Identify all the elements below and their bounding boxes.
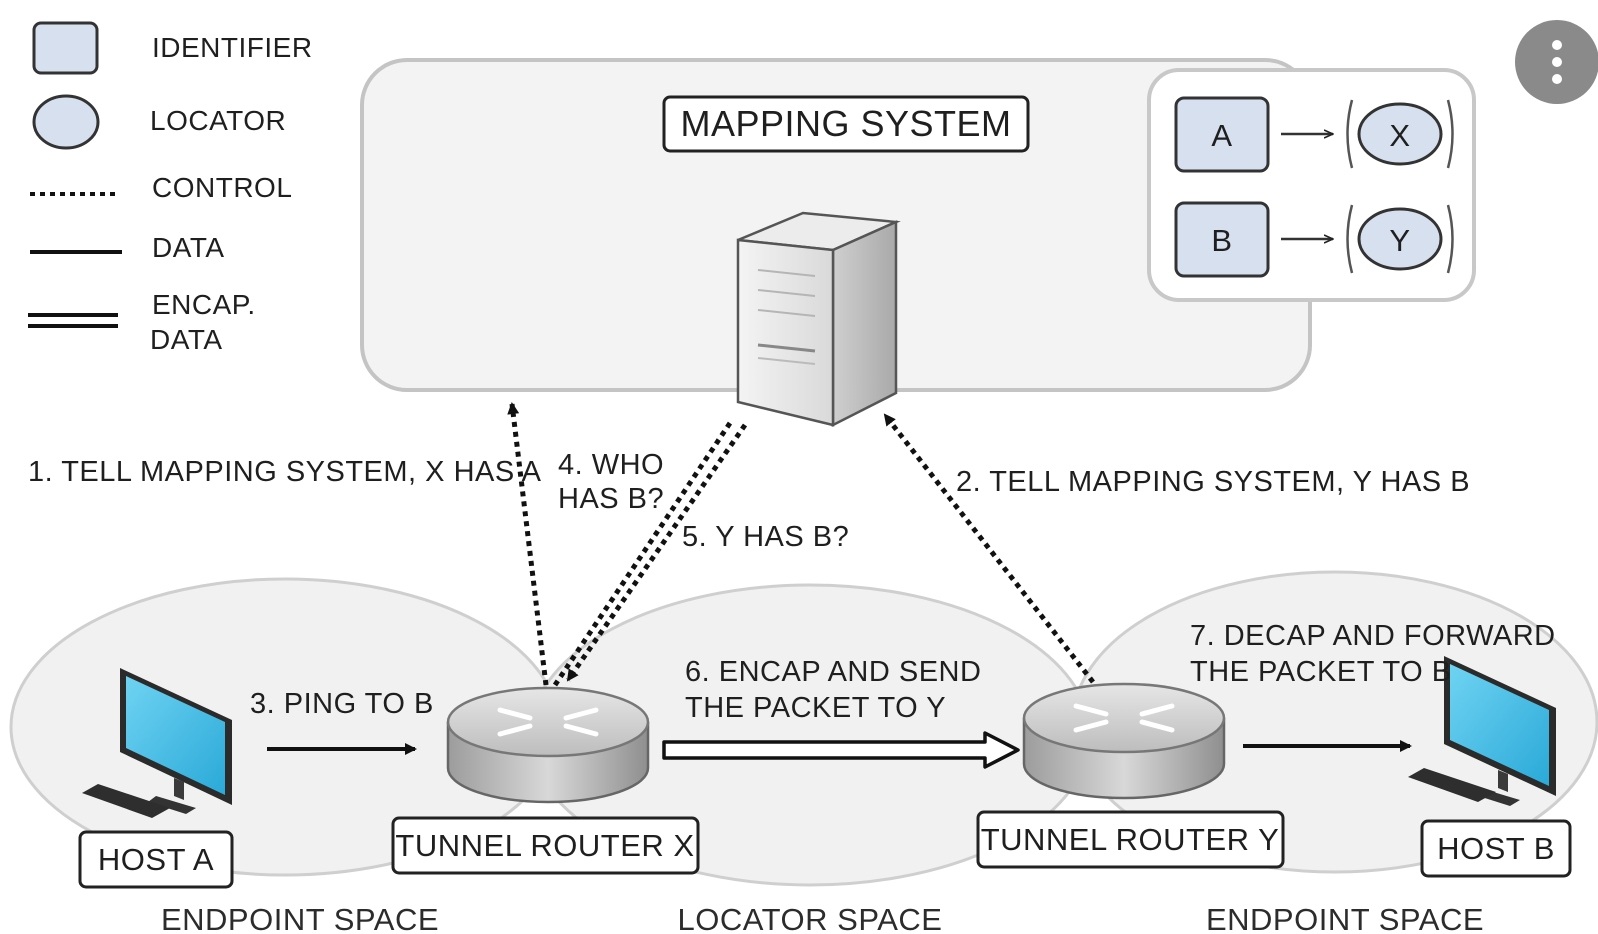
router-x-label-box: TUNNEL ROUTER X: [391, 816, 700, 875]
encap-arrow-step6: [662, 731, 1020, 769]
control-legend-label: CONTROL: [152, 172, 292, 203]
router-y-label: TUNNEL ROUTER Y: [981, 822, 1280, 857]
host-b-computer-icon: [1408, 656, 1556, 806]
step3-label: 3. PING TO B: [250, 688, 434, 720]
step2-label: 2. TELL MAPPING SYSTEM, Y HAS B: [956, 466, 1470, 498]
bracket-right: [1446, 99, 1454, 169]
control-arrows: [507, 402, 1095, 687]
locator-legend-label: LOCATOR: [150, 105, 286, 136]
endpoint-space-left-label: ENDPOINT SPACE: [161, 902, 439, 934]
identifier-legend-label: IDENTIFIER: [152, 32, 313, 63]
vertical-ellipsis-icon: [1552, 40, 1562, 84]
host-a-label-box: HOST A: [78, 830, 234, 889]
locator-legend-swatch: [32, 94, 100, 150]
control-arrow-step4: [552, 418, 735, 687]
control-arrow-step2: [883, 413, 1095, 684]
step4-label-line2: HAS B?: [558, 483, 664, 515]
host-b-label-box: HOST B: [1420, 819, 1572, 878]
identifier-legend-swatch: [32, 21, 99, 75]
locator-x-label: X: [1389, 118, 1410, 153]
locator-x-circle: [1357, 102, 1443, 166]
bracket-right: [1446, 204, 1454, 274]
mapping-row-a: A X: [1174, 96, 1454, 173]
mapping-table: A X B Y: [1147, 68, 1476, 302]
locator-y-label: Y: [1389, 223, 1410, 258]
control-arrow-step5: [565, 423, 748, 682]
data-legend-label: DATA: [152, 232, 225, 263]
mapping-row-b: B Y: [1174, 201, 1454, 278]
mapping-system-title-box: MAPPING SYSTEM: [662, 95, 1030, 153]
locator-space-label: LOCATOR SPACE: [678, 902, 943, 934]
bracket-left: [1346, 204, 1354, 274]
identifier-a-label: A: [1211, 118, 1232, 153]
encap-legend-label-2: DATA: [150, 324, 223, 355]
host-a-computer-icon: [82, 668, 232, 818]
server-icon: [736, 211, 901, 428]
router-x-icon: [446, 686, 650, 804]
step1-label: 1. TELL MAPPING SYSTEM, X HAS A: [28, 456, 542, 488]
step6-label-line1: 6. ENCAP AND SEND: [685, 656, 981, 688]
step7-label-line2: THE PACKET TO B: [1190, 656, 1452, 688]
step6-label-line2: THE PACKET TO Y: [685, 692, 946, 724]
router-x-label: TUNNEL ROUTER X: [395, 828, 694, 863]
router-y-icon: [1022, 682, 1226, 800]
overflow-menu-button[interactable]: [1515, 20, 1598, 104]
locator-y-circle: [1357, 207, 1443, 271]
step4-label-line1: 4. WHO: [558, 449, 664, 481]
host-a-label: HOST A: [98, 842, 214, 877]
step5-label: 5. Y HAS B?: [682, 521, 849, 553]
legend: IDENTIFIER LOCATOR CONTROL DATA ENCAP. D…: [28, 21, 313, 355]
identifier-a-box: [1174, 96, 1270, 173]
host-b-label: HOST B: [1437, 831, 1555, 866]
identifier-b-label: B: [1211, 223, 1232, 258]
router-y-label-box: TUNNEL ROUTER Y: [976, 810, 1285, 869]
identifier-b-box: [1174, 201, 1270, 278]
encap-legend-label-1: ENCAP.: [152, 289, 256, 320]
bracket-left: [1346, 99, 1354, 169]
step7-label-line1: 7. DECAP AND FORWARD: [1190, 620, 1556, 652]
endpoint-space-right-label: ENDPOINT SPACE: [1206, 902, 1484, 934]
control-arrow-step1: [507, 402, 549, 686]
mapping-system-title: MAPPING SYSTEM: [680, 103, 1011, 144]
